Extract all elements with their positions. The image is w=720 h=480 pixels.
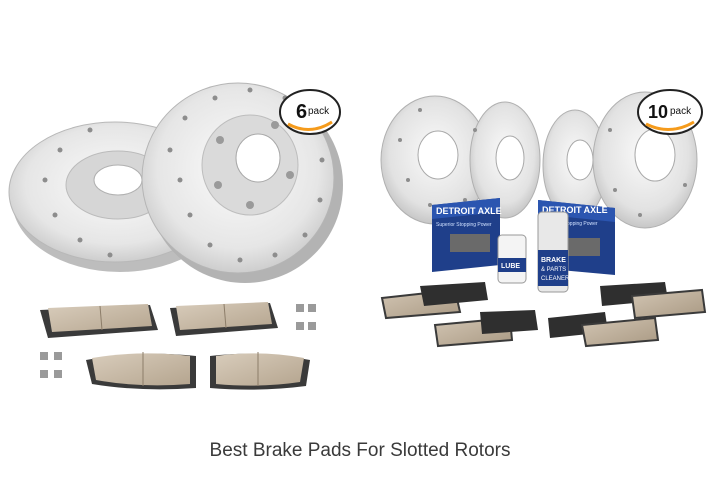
brake-pad bbox=[420, 282, 488, 306]
brake-rotor-group bbox=[380, 91, 698, 229]
brake-pad bbox=[630, 288, 707, 320]
brake-rotor-front bbox=[42, 82, 343, 283]
hardware-clips bbox=[40, 304, 316, 378]
box-brand-left: DETROIT AXLE bbox=[436, 206, 502, 216]
pack-badge-number: 10 bbox=[648, 102, 668, 122]
brake-pad bbox=[40, 304, 158, 338]
amazon-smile-icon bbox=[645, 120, 695, 131]
brake-pad bbox=[480, 310, 538, 334]
lube-label: LUBE bbox=[501, 263, 520, 270]
cleaner-can: BRAKE & PARTS CLEANER bbox=[537, 211, 570, 293]
amazon-smile-icon bbox=[287, 120, 333, 131]
brake-pad bbox=[86, 352, 196, 390]
can-label-line1: BRAKE bbox=[541, 257, 566, 264]
lube-bottle: LUBE bbox=[497, 234, 527, 284]
brake-pads-set bbox=[380, 282, 707, 348]
box-brand-right: DETROIT AXLE bbox=[542, 205, 608, 215]
box-tagline-right: Superior Stopping Power bbox=[542, 221, 598, 227]
can-label-line2: & PARTS bbox=[541, 267, 566, 273]
pack-badge-word: pack bbox=[670, 106, 692, 117]
pack-badge-word: pack bbox=[308, 106, 330, 117]
brake-pad bbox=[170, 302, 278, 336]
page-caption: Best Brake Pads For Slotted Rotors bbox=[209, 440, 511, 461]
pack-badge: 10 pack bbox=[637, 89, 703, 135]
left-product-illustration: 6 pack bbox=[8, 82, 343, 390]
product-box-left: DETROIT AXLE Superior Stopping Power bbox=[432, 198, 502, 272]
pack-badge-number: 6 bbox=[296, 101, 307, 123]
box-tagline-left: Superior Stopping Power bbox=[436, 222, 492, 228]
brake-pads-set bbox=[40, 302, 316, 390]
pack-badge: 6 pack bbox=[279, 89, 341, 135]
brake-pad bbox=[210, 352, 310, 390]
can-label-line3: CLEANER bbox=[541, 276, 570, 282]
right-product-image[interactable]: 10 pack DETROIT AXLE Superior Stopping P… bbox=[360, 0, 720, 430]
left-product-image[interactable]: 6 pack bbox=[0, 0, 360, 430]
brake-pad bbox=[580, 316, 660, 348]
right-product-illustration: 10 pack DETROIT AXLE Superior Stopping P… bbox=[380, 89, 707, 348]
